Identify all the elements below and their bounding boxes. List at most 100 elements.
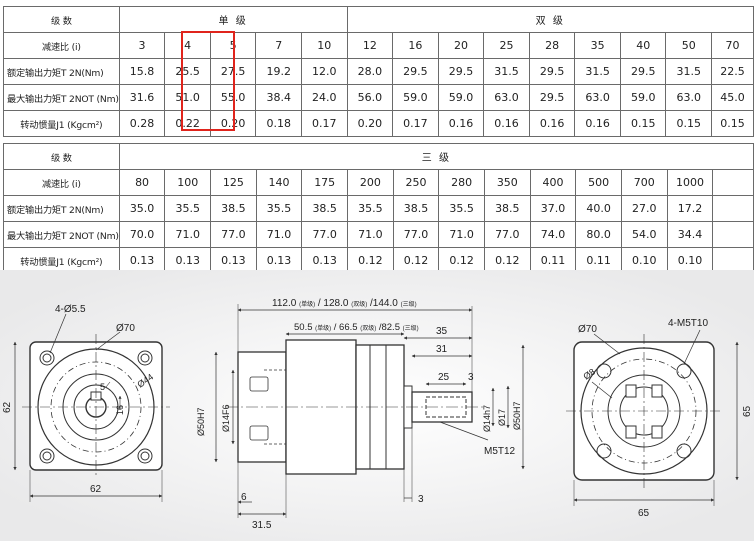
table-cell: 140 [255,169,303,196]
total-len-double: / 128.0 [318,298,349,309]
table-cell: 77.0 [210,221,257,248]
front-width-label: 62 [90,484,102,495]
table-cell: 7 [255,32,302,59]
table-cell: 1000 [666,169,714,196]
side-body-length: 50.5 (单级) / 66.5 (双级) /82.5 (三级) [294,322,419,333]
table-cell: 19.2 [255,58,302,85]
table-cell: 35.5 [438,195,485,222]
table-cell: 0.10 [620,247,668,274]
table-cell: 16 [392,32,439,59]
table-cell: 500 [575,169,622,196]
table-cell: 35.5 [164,195,212,222]
table-row: 级 数 三 级 [3,143,754,170]
table-cell: 22.5 [711,58,754,85]
body-len-triple-tag: (三级) [403,324,419,332]
front-pcd-label: Ø70 [116,323,135,334]
highlight-ratio-5 [181,31,235,131]
dim-3b: 3 [418,494,424,505]
table-cell: 24.0 [300,84,348,111]
table-cell: 100 [164,169,212,196]
table-cell [712,169,754,196]
table-cell: 77.0 [483,221,531,248]
table-cell: 31.6 [118,84,166,111]
table-cell: 0.12 [347,247,394,274]
table-cell: 28 [528,32,576,59]
table-cell: 4 [164,32,211,59]
rear-view [566,329,739,506]
table-cell: 0.12 [483,247,531,274]
table-cell: 29.5 [528,58,576,85]
table-cell: 35.5 [347,195,394,222]
table-cell: 250 [392,169,440,196]
body-len-single: 50.5 [294,322,313,333]
dim-d17: Ø17 [497,409,507,426]
total-len-triple: /144.0 [370,298,398,309]
row-label-stage: 级 数 [3,6,120,33]
table-cell: 35.5 [255,195,303,222]
front-height-label: 62 [2,401,13,413]
table-cell: 350 [483,169,531,196]
front-holes-label: 4-Ø5.5 [55,304,86,315]
table-cell: 74.0 [529,221,577,248]
table-cell: 0.12 [392,247,440,274]
body-len-double-tag: (双级) [360,324,376,332]
rear-height-label: 65 [742,405,753,417]
table-cell: 40.0 [575,195,622,222]
rear-pcd-label: Ø70 [578,324,597,335]
dim-d50h7-right: Ø50H7 [512,401,522,430]
table-cell: 0.28 [118,110,166,137]
table-cell: 38.5 [301,195,349,222]
table-cell: 71.0 [347,221,394,248]
table-cell [712,195,754,222]
table-cell: 29.5 [528,84,576,111]
rear-width-label: 65 [638,508,650,519]
row-label-inertia: 转动惯量J1 (Kgcm²) [3,110,120,137]
table-cell: 35 [574,32,621,59]
table-cell: 0.17 [392,110,439,137]
table-cell: 0.15 [619,110,667,137]
table-cell: 280 [438,169,485,196]
row-label-rated-torque: 额定输出力矩T 2N(Nm) [3,58,120,85]
dim-d14f6: Ø14F6 [221,404,231,432]
table-cell: 63.0 [574,84,621,111]
group-double-stage: 双 级 [346,6,754,33]
table-cell: 77.0 [301,221,349,248]
table-cell: 175 [301,169,349,196]
table-cell: 29.5 [392,58,439,85]
table-cell: 71.0 [164,221,212,248]
table-cell: 28.0 [346,58,394,85]
row-label-max-torque: 最大输出力矩T 2NOT (Nm) [3,84,120,111]
table-cell: 17.2 [666,195,714,222]
table-cell: 59.0 [392,84,439,111]
table-cell: 59.0 [437,84,485,111]
table-cell: 25 [483,32,530,59]
table-cell: 45.0 [711,84,754,111]
table-cell: 0.13 [255,247,303,274]
table-cell: 27.0 [620,195,668,222]
table-cell: 50 [665,32,713,59]
table-cell: 59.0 [619,84,667,111]
table-cell: 0.15 [711,110,754,137]
table-cell: 38.5 [210,195,257,222]
group-single-stage: 单 级 [118,6,348,33]
table-cell: 0.13 [210,247,257,274]
total-len-double-tag: (双级) [351,300,367,308]
table-cell: 31.5 [574,58,621,85]
side-total-length: 112.0 (单级) / 128.0 (双级) /144.0 (三级) [272,298,417,309]
table-cell: 38.5 [483,195,531,222]
front-view [13,313,170,502]
table-cell: 12 [346,32,394,59]
dim-thread: M5T12 [484,446,516,457]
dim-3a: 3 [468,372,474,383]
table-cell: 0.13 [164,247,212,274]
row-label-inertia: 转动惯量J1 (Kgcm²) [3,247,120,274]
table-cell: 0.16 [483,110,530,137]
table-cell: 10 [300,32,348,59]
